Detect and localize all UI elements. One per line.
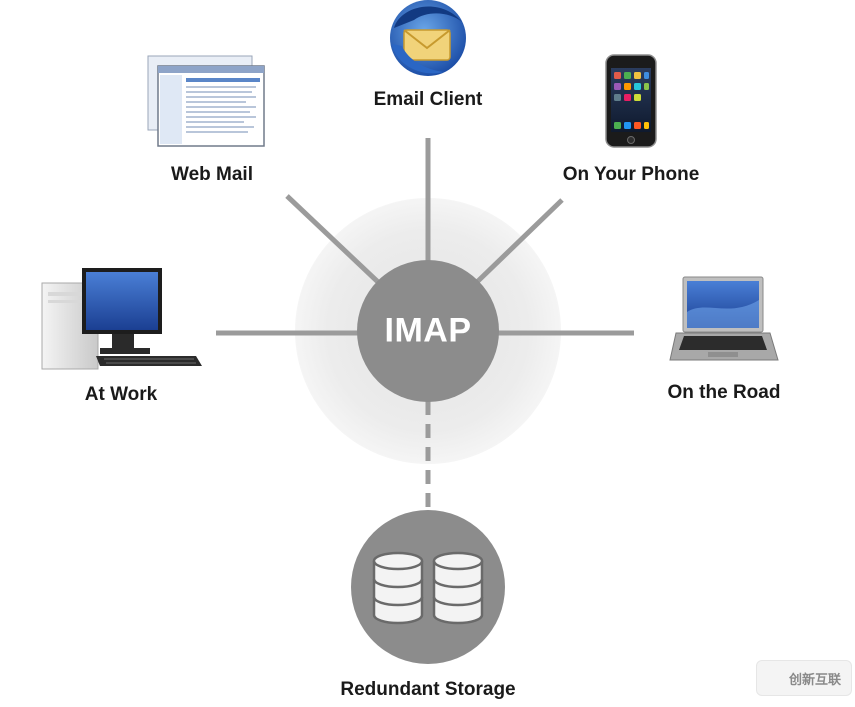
- hub-label: IMAP: [384, 311, 472, 350]
- label-email-client: Email Client: [373, 89, 483, 110]
- label-on-the-road: On the Road: [667, 382, 781, 403]
- connector-web-mail: [285, 194, 380, 284]
- label-redundant-storage: Redundant Storage: [340, 679, 516, 700]
- laptop-icon: [669, 276, 779, 361]
- database-cylinder-right: [432, 551, 484, 625]
- database-cylinder-left: [372, 551, 424, 625]
- imap-hub: [357, 260, 499, 402]
- database-icon: [372, 551, 484, 625]
- storage-node: [351, 510, 505, 664]
- watermark-text: 创新互联: [789, 672, 842, 688]
- webmail-screenshot-icon: [147, 55, 265, 147]
- label-web-mail: Web Mail: [171, 164, 253, 185]
- thunderbird-icon: [390, 0, 466, 76]
- smartphone-icon: [605, 54, 657, 148]
- label-at-work: At Work: [84, 384, 158, 405]
- label-on-your-phone: On Your Phone: [562, 164, 700, 185]
- connectors: [216, 138, 634, 515]
- desktop-computer-icon: [41, 268, 202, 370]
- connector-phone: [475, 198, 564, 284]
- watermark: 创新互联: [756, 660, 852, 696]
